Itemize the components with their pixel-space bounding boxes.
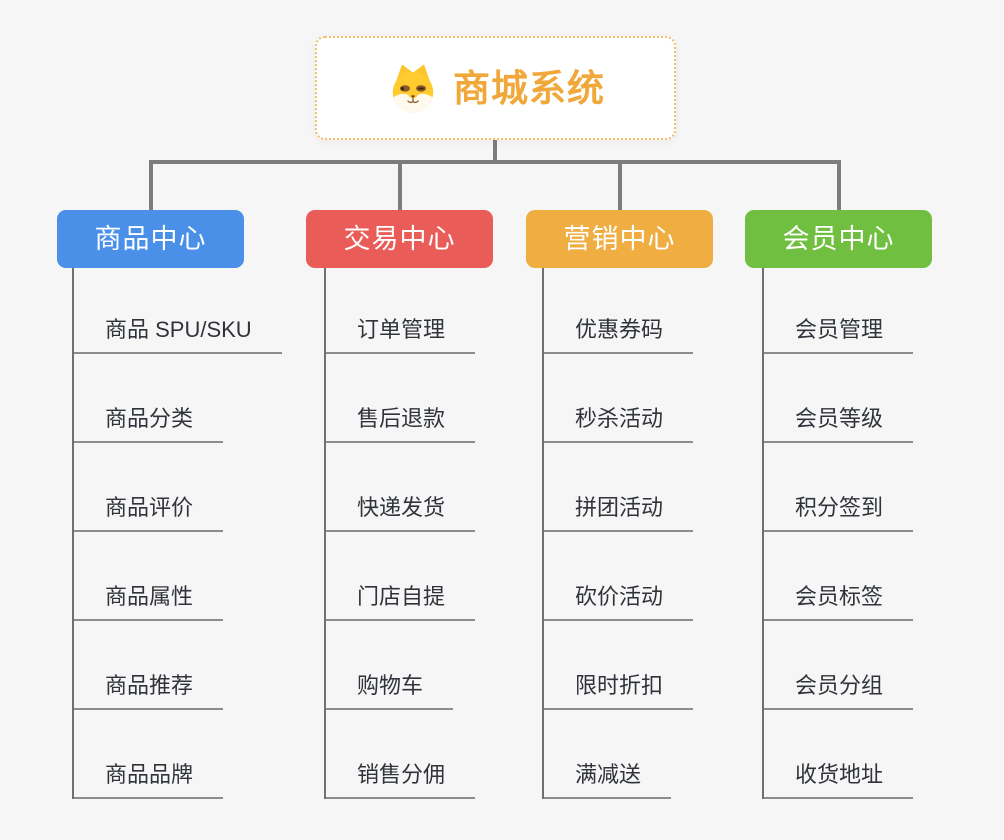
leaf-node[interactable]: 销售分佣 — [326, 761, 476, 799]
branch-children-column: 优惠券码秒杀活动拼团活动砍价活动限时折扣满减送 — [542, 268, 694, 799]
leaf-node[interactable]: 商品 SPU/SKU — [74, 316, 282, 354]
leaf-node[interactable]: 购物车 — [326, 672, 454, 710]
leaf-node[interactable]: 会员分组 — [764, 672, 914, 710]
leaf-node[interactable]: 优惠券码 — [544, 316, 694, 354]
connector-line — [148, 160, 841, 164]
leaf-label: 收货地址 — [795, 761, 884, 787]
leaf-node[interactable]: 商品分类 — [74, 405, 224, 443]
leaf-node[interactable]: 会员标签 — [764, 583, 914, 621]
leaf-label: 订单管理 — [357, 316, 446, 342]
shiba-dog-icon — [392, 64, 434, 113]
branch-node-3[interactable]: 营销中心 — [526, 210, 713, 268]
branch-node-1[interactable]: 商品中心 — [57, 210, 244, 268]
leaf-node[interactable]: 售后退款 — [326, 405, 476, 443]
leaf-node[interactable]: 积分签到 — [764, 494, 914, 532]
leaf-node[interactable]: 限时折扣 — [544, 672, 694, 710]
root-title: 商城系统 — [453, 67, 605, 109]
leaf-label: 会员分组 — [795, 672, 884, 698]
leaf-label: 积分签到 — [795, 494, 884, 520]
connector-line — [493, 140, 497, 164]
leaf-label: 售后退款 — [357, 405, 446, 431]
leaf-label: 商品属性 — [105, 583, 194, 609]
leaf-label: 拼团活动 — [575, 494, 664, 520]
leaf-label: 满减送 — [575, 761, 642, 787]
leaf-label: 商品评价 — [105, 494, 194, 520]
leaf-node[interactable]: 会员管理 — [764, 316, 914, 354]
leaf-label: 砍价活动 — [575, 583, 664, 609]
leaf-node[interactable]: 快递发货 — [326, 494, 476, 532]
leaf-label: 购物车 — [357, 672, 424, 698]
leaf-label: 优惠券码 — [575, 316, 664, 342]
branch-node-2[interactable]: 交易中心 — [306, 210, 493, 268]
leaf-node[interactable]: 砍价活动 — [544, 583, 694, 621]
leaf-node[interactable]: 秒杀活动 — [544, 405, 694, 443]
leaf-label: 会员标签 — [795, 583, 884, 609]
leaf-node[interactable]: 会员等级 — [764, 405, 914, 443]
leaf-label: 商品 SPU/SKU — [105, 316, 252, 342]
leaf-label: 商品推荐 — [105, 672, 194, 698]
root-node[interactable]: 商城系统 — [315, 36, 676, 140]
leaf-node[interactable]: 拼团活动 — [544, 494, 694, 532]
leaf-label: 销售分佣 — [357, 761, 446, 787]
leaf-label: 会员管理 — [795, 316, 884, 342]
branch-children-column: 商品 SPU/SKU 商品分类商品评价商品属性商品推荐商品品牌 — [72, 268, 282, 799]
leaf-label: 商品品牌 — [105, 761, 194, 787]
leaf-label: 商品分类 — [105, 405, 194, 431]
branch-label: 会员中心 — [782, 223, 895, 254]
leaf-label: 限时折扣 — [575, 672, 664, 698]
leaf-node[interactable]: 收货地址 — [764, 761, 914, 799]
leaf-node[interactable]: 商品品牌 — [74, 761, 224, 799]
branch-children-column: 订单管理售后退款快递发货门店自提购物车销售分佣 — [324, 268, 476, 799]
leaf-node[interactable]: 订单管理 — [326, 316, 476, 354]
connector-line — [148, 160, 153, 210]
leaf-node[interactable]: 满减送 — [544, 761, 672, 799]
connector-line — [836, 160, 841, 210]
leaf-node[interactable]: 商品属性 — [74, 583, 224, 621]
leaf-label: 秒杀活动 — [575, 405, 664, 431]
branch-label: 商品中心 — [94, 223, 207, 254]
branch-label: 交易中心 — [343, 223, 456, 254]
leaf-node[interactable]: 商品评价 — [74, 494, 224, 532]
branch-node-4[interactable]: 会员中心 — [745, 210, 932, 268]
connector-line — [617, 160, 622, 210]
connector-line — [397, 160, 402, 210]
leaf-node[interactable]: 门店自提 — [326, 583, 476, 621]
branch-children-column: 会员管理会员等级积分签到会员标签会员分组收货地址 — [762, 268, 914, 799]
leaf-node[interactable]: 商品推荐 — [74, 672, 224, 710]
branch-label: 营销中心 — [563, 223, 676, 254]
leaf-label: 会员等级 — [795, 405, 884, 431]
leaf-label: 快递发货 — [357, 494, 446, 520]
leaf-label: 门店自提 — [357, 583, 446, 609]
